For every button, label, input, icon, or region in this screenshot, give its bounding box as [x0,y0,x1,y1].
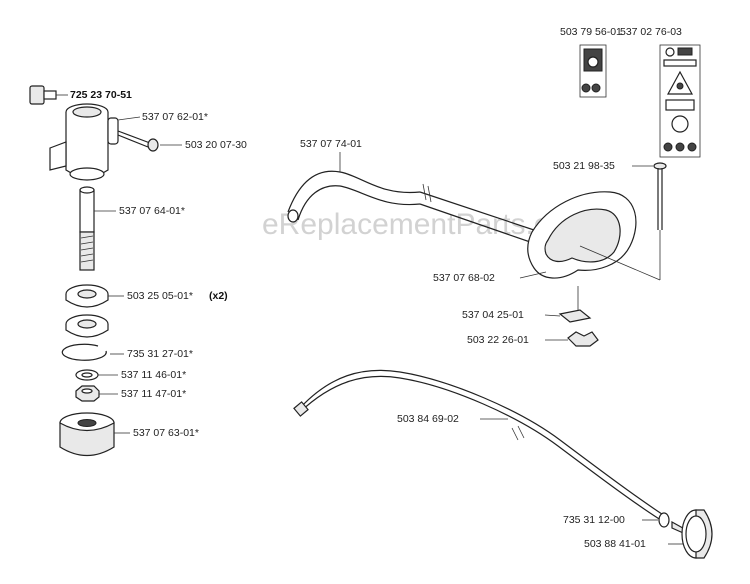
shaft-537-07-64-01[interactable] [79,186,116,271]
label-735-31-12-00: 735 31 12-00 [563,514,625,526]
label-725-23-70-51: 725 23 70-51 [70,89,132,101]
loop-handle-537-07-68-02[interactable] [519,191,637,279]
label-537-11-47-01: 537 11 47-01* [121,388,186,400]
clip-735-31-12-00[interactable] [642,512,670,528]
bolt-503-21-98-35[interactable] [579,162,667,281]
drum-503-88-41-01[interactable] [668,509,713,559]
label-735-31-27-01: 735 31 27-01* [127,348,193,360]
label-537-07-63-01: 537 07 63-01* [133,427,199,439]
decal-537-02-76-03[interactable] [659,44,701,158]
label-537-07-68-02: 537 07 68-02 [433,272,495,284]
label-537-07-64-01: 537 07 64-01* [119,205,185,217]
label-537-02-76-03: 537 02 76-03 [620,26,682,38]
label-503-20-07-30: 503 20 07-30 [185,139,247,151]
bolt-503-20-07-30[interactable] [117,130,182,152]
label-537-04-25-01: 537 04 25-01 [462,309,524,321]
flex-shaft-503-84-69-02[interactable] [293,369,669,523]
label-537-07-74-01: 537 07 74-01 [300,138,362,150]
label-537-07-62-01: 537 07 62-01* [142,111,208,123]
clamp-housing-537-07-62-01[interactable] [49,103,119,181]
circlip-735-31-27-01[interactable] [61,343,124,361]
screw-725-23-70-51[interactable] [29,85,68,105]
washer-537-11-46-01[interactable] [75,369,118,381]
label-503-21-98-35: 503 21 98-35 [553,160,615,172]
label-503-79-56-01: 503 79 56-01 [560,26,622,38]
bearing-503-25-05-01-lower[interactable] [65,314,109,338]
handle-tube-537-07-74-01[interactable] [287,152,541,245]
label-537-11-46-01: 537 11 46-01* [121,369,186,381]
nut-537-11-47-01[interactable] [75,385,118,402]
decal-503-79-56-01[interactable] [579,44,607,98]
label-503-22-26-01: 503 22 26-01 [467,334,529,346]
wing-nut-503-22-26-01[interactable] [545,331,599,347]
bearing-503-25-05-01-upper[interactable] [65,284,124,308]
label-503-88-41-01: 503 88 41-01 [584,538,646,550]
label-503-25-05-01: 503 25 05-01* [127,290,193,302]
label-503-84-69-02: 503 84 69-02 [397,413,459,425]
label-503-25-05-01-qty: (x2) [209,290,228,302]
hub-537-07-63-01[interactable] [59,412,130,457]
plate-537-04-25-01[interactable] [544,286,592,323]
